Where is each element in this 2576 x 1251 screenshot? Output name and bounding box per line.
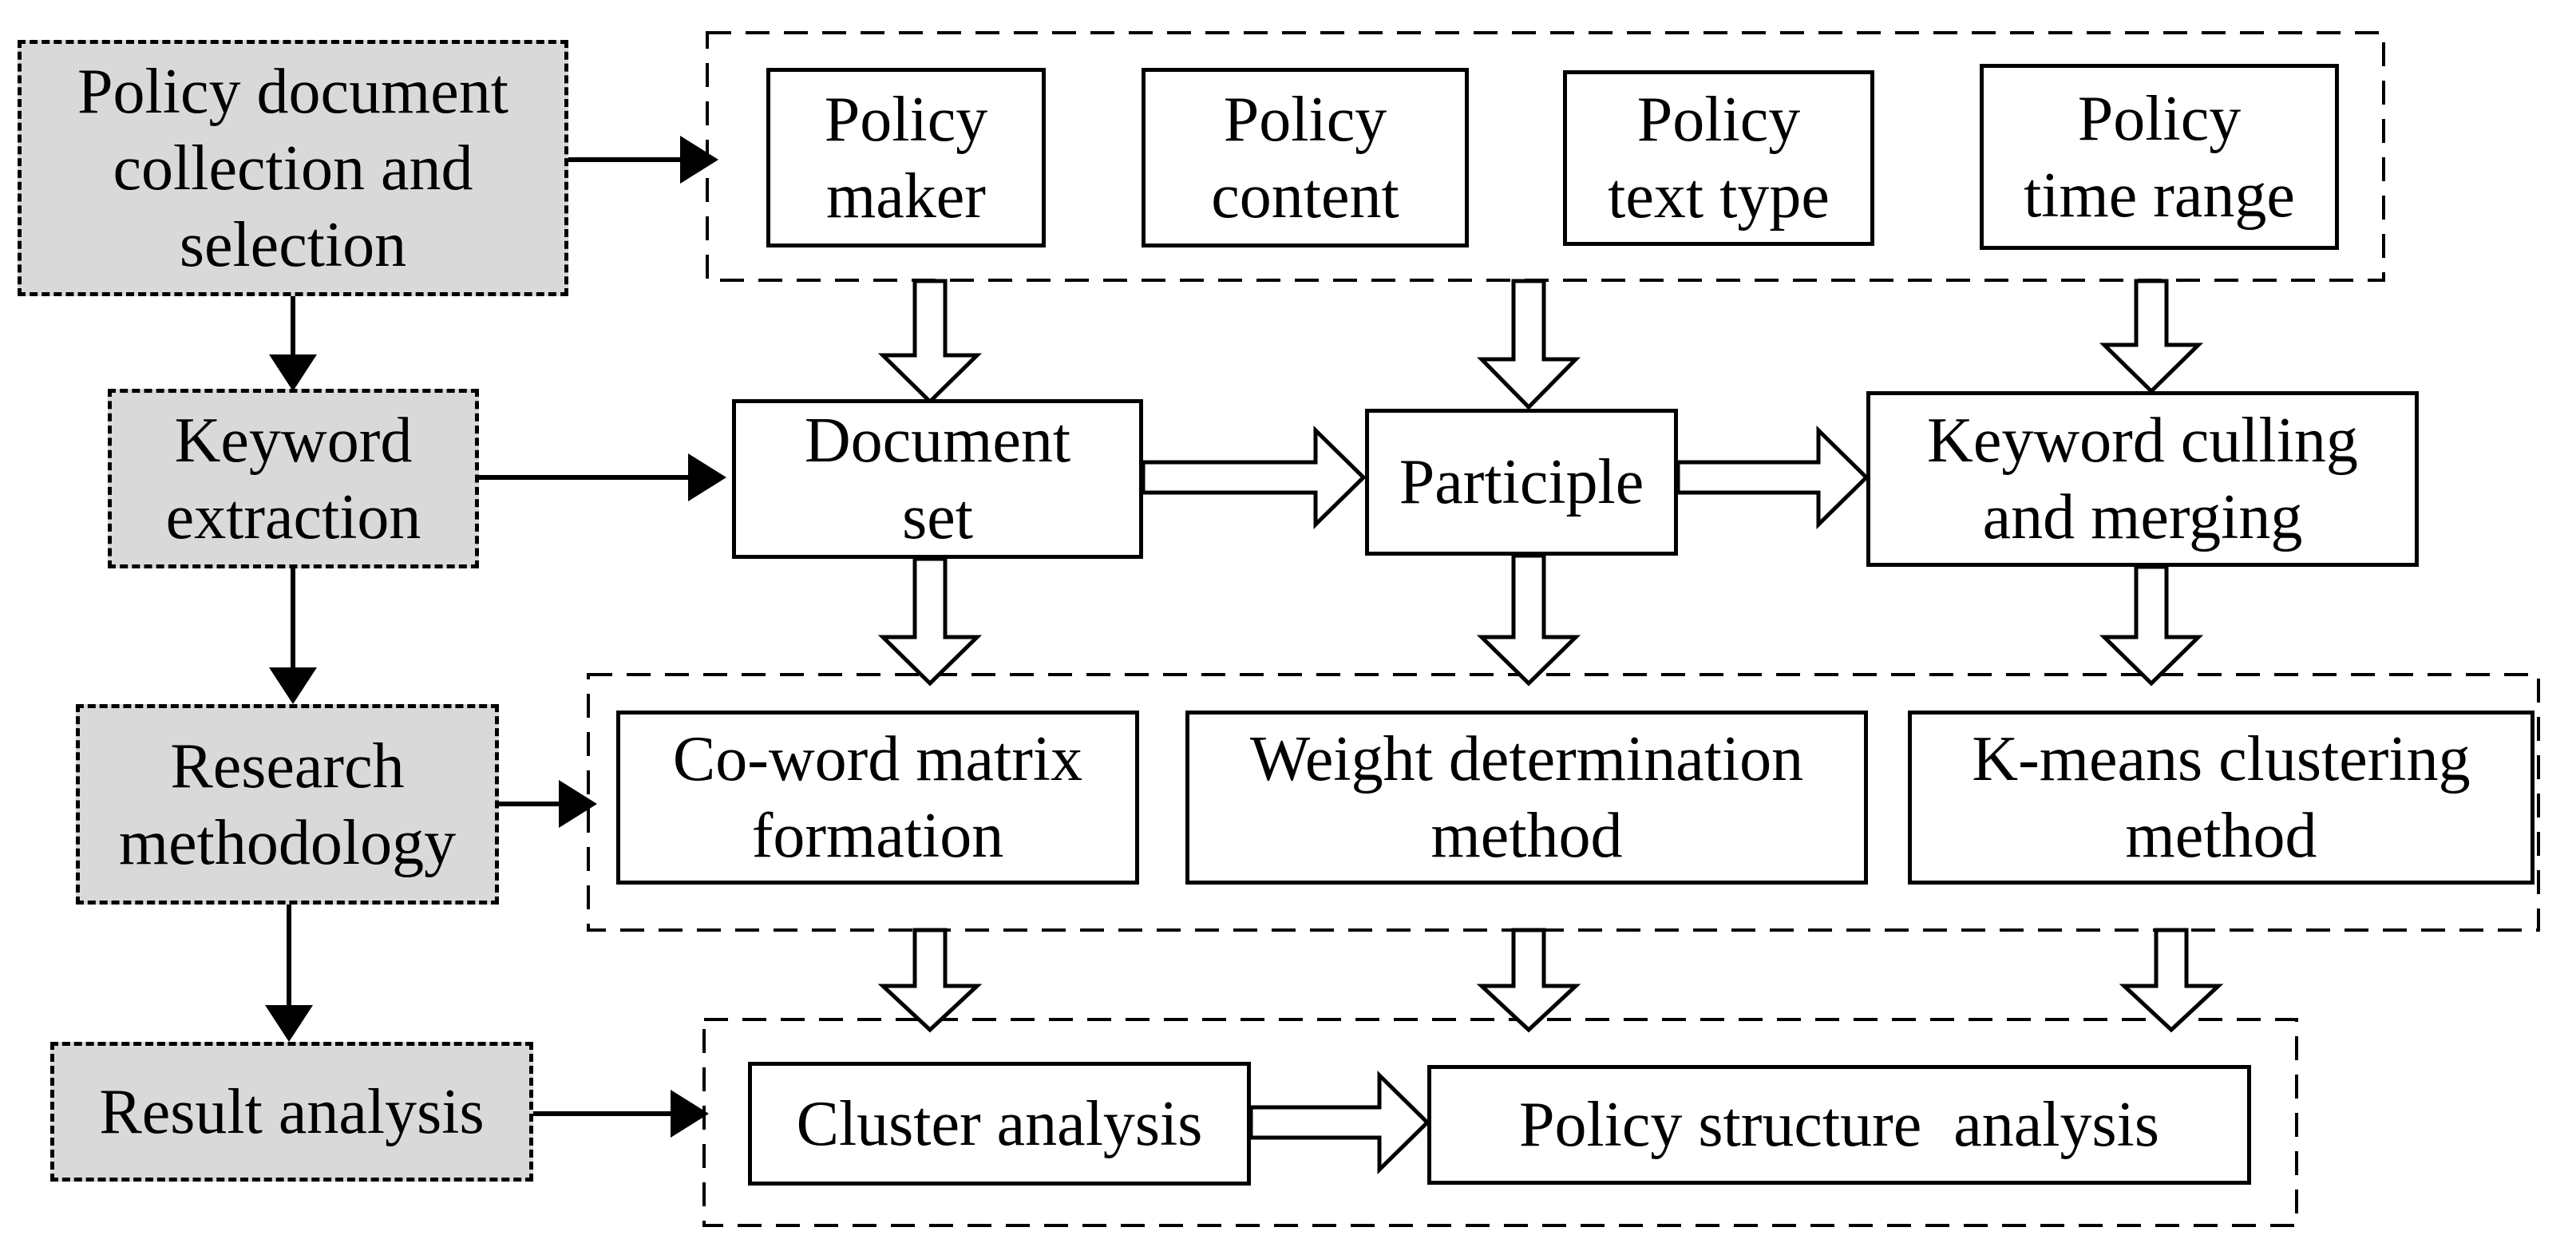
box-policy-structure-analysis-label: Policy structure analysis <box>1518 1090 2160 1160</box>
box-cluster-analysis: Cluster analysis <box>748 1062 1251 1186</box>
arrow-result-analysis-to-analysis-group <box>533 1090 709 1138</box>
stage-research-methodology: Research methodology <box>76 704 499 905</box>
stage-result-analysis: Result analysis <box>50 1042 533 1182</box>
stage-result-analysis-label: Result analysis <box>99 1076 485 1147</box>
box-cluster-analysis-label: Cluster analysis <box>796 1088 1203 1159</box>
methods-group-container <box>587 673 2540 932</box>
hollow-arrow-participle-to-methods <box>1476 553 1581 687</box>
hollow-arrow-document-set-to-participle <box>1141 426 1367 529</box>
hollow-arrow-coword-to-analysis <box>877 928 983 1033</box>
box-coword-matrix: Co-word matrix formation <box>616 711 1139 885</box>
box-kmeans-clustering: K-means clustering method <box>1908 711 2534 885</box>
arrow-research-methodology-to-result-analysis <box>265 905 313 1042</box>
box-kmeans-clustering-label: K-means clustering method <box>1972 724 2471 871</box>
box-document-set-label: Document set <box>804 406 1071 552</box>
stage-policy-document-collection: Policy document collection and selection <box>18 40 568 296</box>
arrow-keyword-extraction-to-research-methodology <box>269 568 317 704</box>
box-policy-maker-label: Policy maker <box>824 84 988 232</box>
box-policy-structure-analysis: Policy structure analysis <box>1427 1065 2251 1185</box>
stage-research-methodology-label: Research methodology <box>118 730 457 878</box>
arrow-keyword-extraction-to-document-set <box>479 453 726 501</box>
hollow-arrow-kmeans-to-analysis <box>2119 928 2224 1033</box>
box-keyword-culling-label: Keyword culling and merging <box>1927 406 2358 552</box>
arrow-collection-to-criteria-group <box>568 136 718 184</box>
hollow-arrow-participle-to-keyword-culling <box>1676 426 1870 529</box>
stage-keyword-extraction: Keyword extraction <box>108 389 479 568</box>
box-policy-content-label: Policy content <box>1211 84 1399 232</box>
box-policy-maker: Policy maker <box>766 68 1046 247</box>
arrow-research-methodology-to-methods-group <box>499 780 597 828</box>
box-document-set: Document set <box>732 399 1143 559</box>
hollow-arrow-keyword-culling-to-methods <box>2099 564 2204 687</box>
hollow-arrow-criteria-to-document-set <box>877 279 983 405</box>
stage-policy-document-collection-label: Policy document collection and selection <box>77 56 508 280</box>
box-keyword-culling: Keyword culling and merging <box>1866 391 2419 567</box>
box-participle: Participle <box>1365 409 1678 556</box>
box-weight-determination: Weight determination method <box>1185 711 1868 885</box>
stage-keyword-extraction-label: Keyword extraction <box>165 405 421 552</box>
box-policy-text-type-label: Policy text type <box>1608 85 1830 232</box>
hollow-arrow-criteria-to-participle <box>1477 279 1581 410</box>
hollow-arrow-weight-to-analysis <box>1476 928 1581 1033</box>
hollow-arrow-document-set-to-methods <box>877 556 983 687</box>
box-policy-content: Policy content <box>1142 68 1469 247</box>
analysis-group-container <box>702 1018 2298 1227</box>
box-participle-label: Participle <box>1399 447 1644 517</box>
box-policy-text-type: Policy text type <box>1563 70 1874 246</box>
box-policy-time-range: Policy time range <box>1980 64 2339 250</box>
hollow-arrow-criteria-to-keyword-culling <box>2099 279 2204 394</box>
box-weight-determination-label: Weight determination method <box>1249 724 1804 871</box>
box-policy-time-range-label: Policy time range <box>2024 83 2295 231</box>
box-coword-matrix-label: Co-word matrix formation <box>672 724 1083 871</box>
arrow-collection-to-keyword-extraction <box>269 296 317 391</box>
hollow-arrow-cluster-to-policy-structure <box>1248 1071 1430 1174</box>
